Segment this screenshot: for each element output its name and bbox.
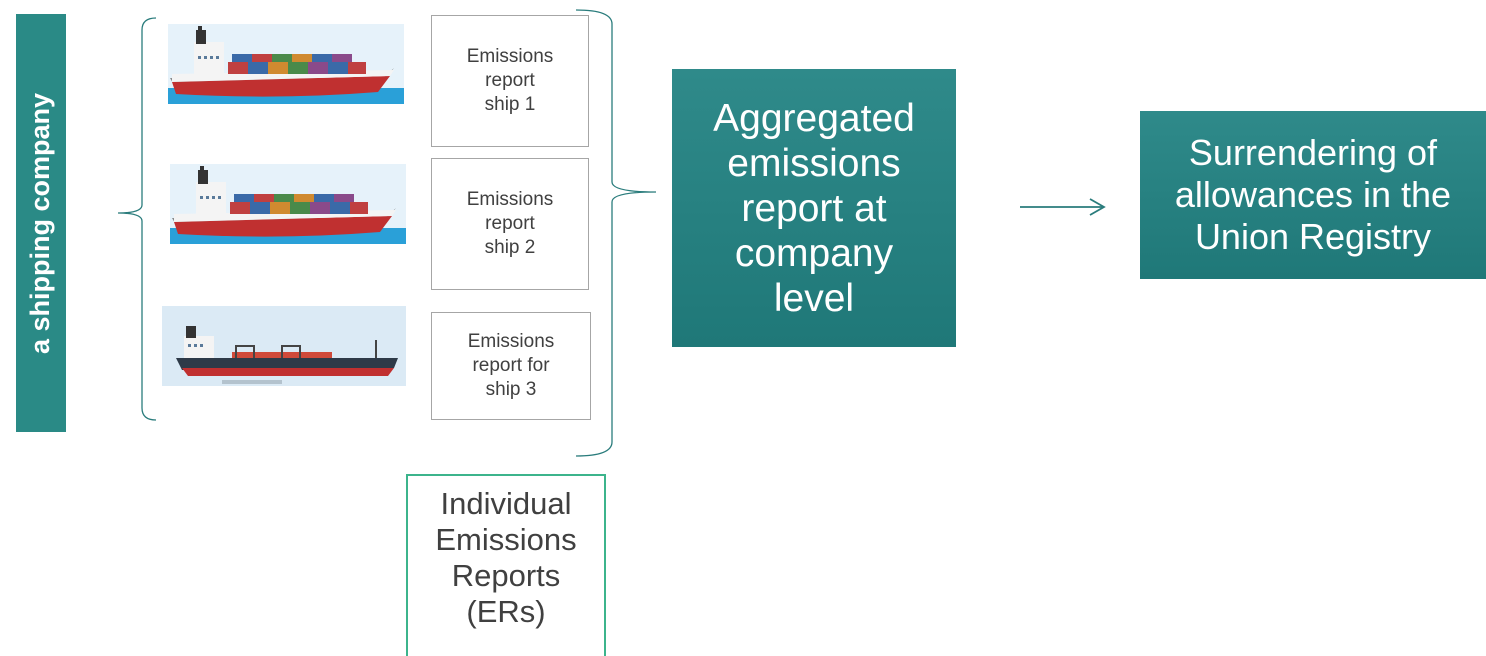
report-ship-1: Emissions report ship 1 [431,15,589,147]
container-ship-2-icon [170,164,406,244]
right-brace [575,9,657,457]
surrendering-label: Surrendering of allowances in the Union … [1174,132,1452,257]
individual-ers-box: Individual Emissions Reports (ERs) [406,474,606,656]
report-ship-3: Emissions report for ship 3 [431,312,591,420]
tanker-ship-3-icon [162,306,406,386]
left-brace [117,17,157,421]
container-ship-1-icon [168,24,404,104]
individual-ers-label: Individual Emissions Reports (ERs) [435,486,577,629]
aggregated-report-label: Aggregated emissions report at company l… [713,96,915,320]
company-label-bar: a shipping company [16,14,66,432]
aggregated-report-box: Aggregated emissions report at company l… [672,69,956,347]
report-ship-2: Emissions report ship 2 [431,158,589,290]
arrow-right-icon [1020,198,1106,216]
surrendering-box: Surrendering of allowances in the Union … [1140,111,1486,279]
